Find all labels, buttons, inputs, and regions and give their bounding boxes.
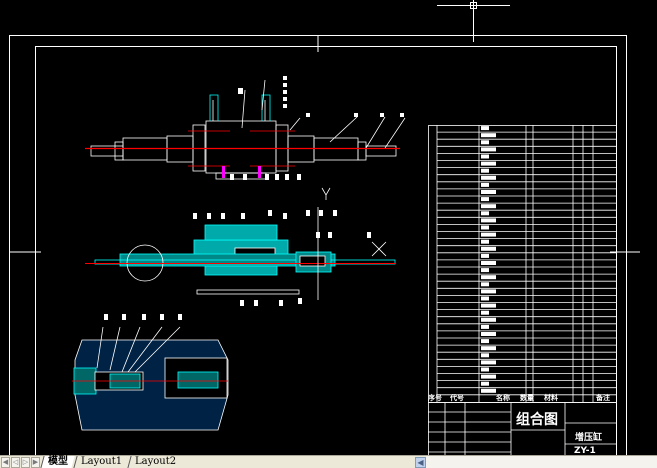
parts-row-text	[481, 140, 489, 145]
tab-layout1-label: Layout1	[81, 456, 123, 467]
col-header-name: 名称	[496, 393, 510, 402]
parts-row-text	[481, 374, 496, 379]
scroll-track[interactable]	[426, 456, 657, 468]
parts-row-text	[481, 133, 496, 138]
col-header-index: 序号	[427, 393, 442, 402]
first-tab-button[interactable]: ◀	[1, 456, 10, 468]
parts-row-text	[481, 253, 489, 258]
col-header-qty: 数量	[520, 393, 534, 402]
tab-model[interactable]: 模型	[40, 456, 75, 468]
tab-layout1[interactable]: Layout1	[73, 456, 129, 468]
parts-row-text	[481, 218, 496, 223]
parts-row-text	[481, 346, 496, 351]
cad-drawing-canvas[interactable]: 序号 代号 名称 数量 材料 备注 组合图 增压缸 ZY-1	[0, 0, 657, 455]
parts-row-text	[481, 360, 496, 365]
col-header-remark: 备注	[595, 393, 610, 402]
parts-row-text	[481, 275, 496, 280]
parts-row-text	[481, 211, 489, 216]
tab-layout2-label: Layout2	[135, 456, 177, 467]
parts-row-text	[481, 367, 489, 372]
prev-tab-button[interactable]: ◁	[11, 456, 20, 468]
layout-tab-bar: ◀ ◁ ▷ ▶ 模型 Layout1 Layout2 ◀	[0, 455, 657, 468]
parts-row-text	[481, 168, 489, 173]
next-tab-button[interactable]: ▷	[21, 456, 30, 468]
parts-row-text	[481, 190, 496, 194]
tab-layout2[interactable]: Layout2	[127, 456, 183, 468]
parts-row-text	[481, 317, 496, 322]
parts-row-text	[481, 246, 496, 251]
parts-row-text	[481, 268, 489, 273]
parts-row-text	[481, 289, 496, 294]
parts-row-text	[481, 310, 489, 315]
parts-row-text	[481, 225, 489, 230]
col-header-code: 代号	[449, 393, 464, 402]
parts-row-text	[481, 232, 496, 237]
parts-row-text	[481, 239, 489, 244]
tab-model-label: 模型	[48, 456, 68, 467]
parts-row-text	[481, 381, 489, 386]
detail-view	[72, 314, 229, 431]
parts-row-text	[481, 324, 489, 329]
parts-list	[428, 125, 617, 403]
part-name-label: 增压缸	[575, 431, 602, 443]
parts-row-text	[481, 296, 489, 301]
parts-row-text	[481, 332, 496, 336]
parts-row-text	[481, 147, 496, 152]
parts-row-text	[481, 197, 489, 202]
parts-row-text	[481, 353, 489, 358]
section-view	[85, 187, 396, 306]
drawing-number-label: ZY-1	[574, 446, 596, 455]
parts-row-text	[481, 126, 489, 131]
parts-row-text	[481, 161, 496, 166]
parts-row-text	[481, 154, 489, 159]
crosshair-cursor	[437, 0, 510, 42]
centering-marks	[9, 35, 640, 253]
col-header-material: 材料	[543, 393, 558, 402]
parts-row-text	[481, 388, 496, 393]
top-view	[85, 76, 406, 180]
parts-row-text	[481, 204, 496, 209]
scroll-left-icon[interactable]: ◀	[415, 456, 426, 468]
parts-row-text	[481, 175, 496, 180]
parts-row-text	[481, 282, 489, 287]
parts-row-text	[481, 339, 489, 344]
drawing-type-label: 组合图	[516, 411, 558, 428]
last-tab-button[interactable]: ▶	[31, 456, 40, 468]
parts-row-text	[481, 182, 489, 187]
parts-row-text	[481, 303, 496, 308]
horizontal-scrollbar[interactable]: ◀	[415, 456, 657, 468]
parts-row-text	[481, 261, 496, 265]
parts-list-header: 序号 代号 名称 数量 材料 备注	[427, 393, 610, 402]
title-block	[428, 402, 617, 455]
